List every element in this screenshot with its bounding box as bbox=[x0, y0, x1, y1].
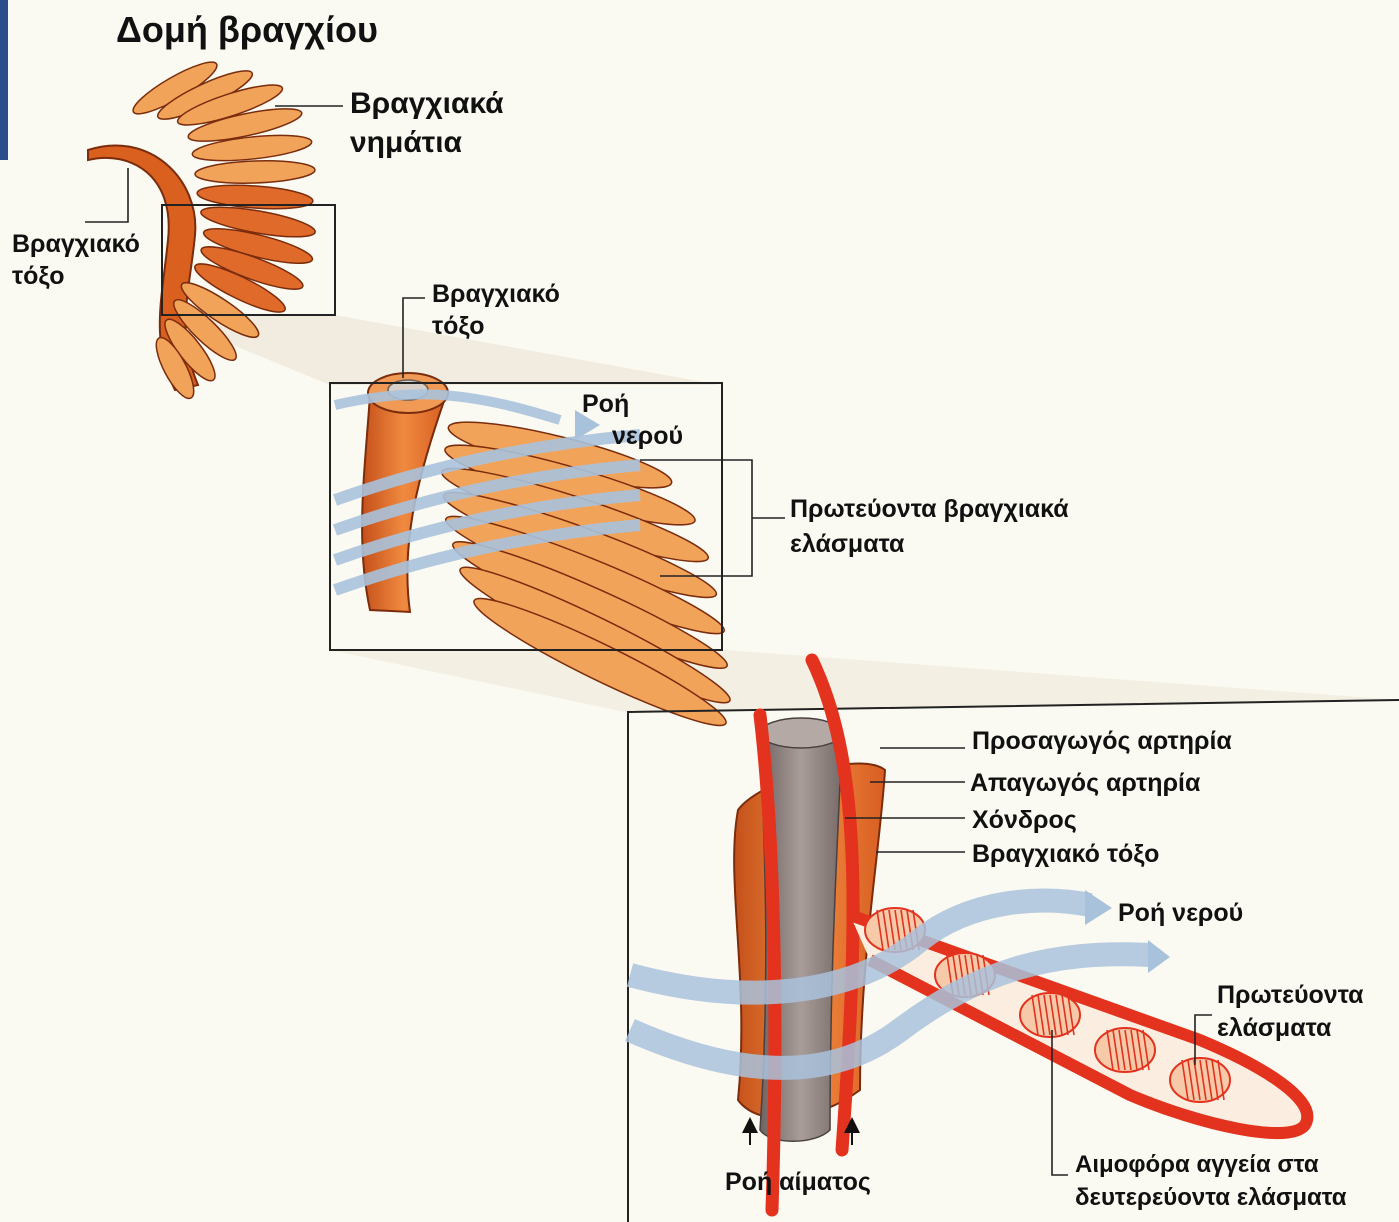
left-edge-strip bbox=[0, 0, 8, 160]
label-primary-lamellae-1b: ελάσματα bbox=[790, 530, 905, 558]
gill-filament bbox=[195, 159, 316, 185]
secondary-lamella bbox=[1095, 1028, 1155, 1072]
label-efferent-artery: Απαγωγός αρτηρία bbox=[970, 769, 1201, 797]
label-afferent-artery: Προσαγωγός αρτηρία bbox=[972, 727, 1232, 755]
secondary-lamella bbox=[1170, 1058, 1230, 1102]
label-primary-lamellae-2a: Πρωτεύοντα bbox=[1217, 981, 1364, 1009]
label-gill-arch-1b: τόξο bbox=[12, 262, 65, 290]
label-primary-lamellae-2b: ελάσματα bbox=[1217, 1014, 1332, 1042]
label-gill-arch-2a: Βραγχιακό bbox=[432, 280, 560, 308]
label-cartilage: Χόνδρος bbox=[972, 806, 1077, 834]
water-flow-arrowhead-1 bbox=[1085, 890, 1112, 925]
label-primary-lamellae-1a: Πρωτεύοντα βραγχιακά bbox=[790, 495, 1069, 523]
label-gill-arch-1a: Βραγχιακό bbox=[12, 230, 140, 258]
label-gill-arch-2b: τόξο bbox=[432, 312, 485, 340]
label-gill-filaments-2: νημάτια bbox=[350, 126, 463, 159]
label-secondary-vessels-b: δευτερεύοντα ελάσματα bbox=[1075, 1184, 1347, 1211]
label-gill-filaments-1: Βραγχιακά bbox=[350, 87, 504, 120]
water-flow-arrowhead-2 bbox=[1148, 940, 1170, 973]
label-water-flow-1a: Ροή bbox=[582, 390, 629, 418]
label-blood-flow: Ροή αίματος bbox=[725, 1168, 871, 1196]
secondary-lamella bbox=[1020, 993, 1080, 1037]
label-water-flow-1b: νερού bbox=[612, 422, 683, 450]
leader-arch-1 bbox=[85, 168, 128, 222]
label-gill-arch-3: Βραγχιακό τόξο bbox=[972, 840, 1159, 868]
label-secondary-vessels-a: Αιμοφόρα αγγεία στα bbox=[1075, 1151, 1319, 1178]
label-water-flow-2: Ροή νερού bbox=[1118, 899, 1243, 927]
diagram-title: Δομή βραγχίου bbox=[116, 9, 378, 50]
